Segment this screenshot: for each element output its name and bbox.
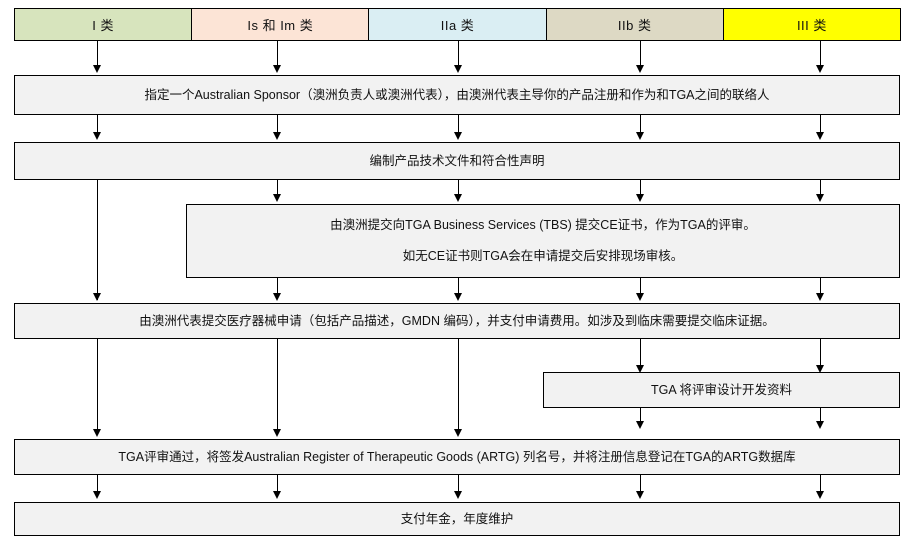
arrow-head-icon xyxy=(636,65,644,73)
connector-line xyxy=(97,41,98,67)
connector-line xyxy=(97,115,98,134)
step-text-line-2: 如无CE证书则TGA会在申请提交后安排现场审核。 xyxy=(402,249,684,263)
arrow-head-icon xyxy=(816,365,824,373)
step-text: 由澳洲代表提交医疗器械申请（包括产品描述，GMDN 编码），并支付申请费用。如涉… xyxy=(139,313,775,328)
arrow-head-icon xyxy=(636,293,644,301)
connector-line xyxy=(640,339,641,367)
arrow-head-icon xyxy=(93,491,101,499)
connector-line xyxy=(458,180,459,196)
connector-line xyxy=(458,41,459,67)
connector-line-bypass-class-1 xyxy=(97,339,98,431)
category-cell-class-iia: IIa 类 xyxy=(368,8,547,41)
connector-line xyxy=(640,475,641,493)
arrow-head-icon xyxy=(454,491,462,499)
category-label: Is 和 Im 类 xyxy=(247,18,314,33)
connector-line xyxy=(820,180,821,196)
connector-line-bypass-class-is-im xyxy=(277,339,278,431)
connector-line xyxy=(640,278,641,295)
connector-line xyxy=(277,115,278,134)
arrow-head-icon xyxy=(636,194,644,202)
category-header-row: I 类 Is 和 Im 类 IIa 类 IIb 类 III 类 xyxy=(14,8,902,41)
arrow-head-icon xyxy=(454,429,462,437)
step-box-annual-fee: 支付年金，年度维护 xyxy=(14,502,900,536)
connector-line xyxy=(820,475,821,493)
step-box-technical-file: 编制产品技术文件和符合性声明 xyxy=(14,142,900,180)
step-text: 支付年金，年度维护 xyxy=(400,511,514,526)
arrow-head-icon xyxy=(93,65,101,73)
connector-line-bypass-class-iia xyxy=(458,339,459,431)
step-text: TGA评审通过，将签发Australian Register of Therap… xyxy=(118,449,796,464)
step-box-artg-listing: TGA评审通过，将签发Australian Register of Therap… xyxy=(14,439,900,475)
connector-line xyxy=(458,475,459,493)
arrow-head-icon xyxy=(816,491,824,499)
arrow-head-icon xyxy=(93,293,101,301)
step-text: 指定一个Australian Sponsor（澳洲负责人或澳洲代表），由澳洲代表… xyxy=(144,87,770,102)
connector-line xyxy=(277,278,278,295)
connector-line xyxy=(820,41,821,67)
arrow-head-icon xyxy=(816,293,824,301)
arrow-head-icon xyxy=(93,132,101,140)
category-label: I 类 xyxy=(92,18,114,33)
connector-line-bypass-class-1 xyxy=(97,180,98,300)
connector-line xyxy=(640,115,641,134)
step-box-device-application: 由澳洲代表提交医疗器械申请（包括产品描述，GMDN 编码），并支付申请费用。如涉… xyxy=(14,303,900,339)
arrow-head-icon xyxy=(273,65,281,73)
arrow-head-icon xyxy=(454,194,462,202)
category-cell-class-iii: III 类 xyxy=(722,8,902,41)
category-cell-class-1: I 类 xyxy=(14,8,193,41)
connector-line xyxy=(820,339,821,367)
connector-line xyxy=(277,180,278,196)
connector-line xyxy=(640,41,641,67)
category-cell-class-iib: IIb 类 xyxy=(545,8,724,41)
arrow-head-icon xyxy=(273,429,281,437)
arrow-head-icon xyxy=(273,491,281,499)
category-label: III 类 xyxy=(796,18,827,33)
arrow-head-icon xyxy=(273,293,281,301)
connector-line xyxy=(820,278,821,295)
connector-line xyxy=(277,475,278,493)
arrow-head-icon xyxy=(273,132,281,140)
connector-line xyxy=(640,408,641,423)
connector-line xyxy=(820,408,821,423)
arrow-head-icon xyxy=(93,429,101,437)
arrow-head-icon xyxy=(816,132,824,140)
arrow-head-icon xyxy=(816,65,824,73)
arrow-head-icon xyxy=(454,132,462,140)
connector-line xyxy=(640,180,641,196)
connector-line xyxy=(97,475,98,493)
arrow-head-icon xyxy=(816,421,824,429)
connector-line xyxy=(277,41,278,67)
step-box-sponsor: 指定一个Australian Sponsor（澳洲负责人或澳洲代表），由澳洲代表… xyxy=(14,75,900,115)
arrow-head-icon xyxy=(454,65,462,73)
category-cell-class-is-im: Is 和 Im 类 xyxy=(191,8,370,41)
category-label: IIa 类 xyxy=(440,18,475,33)
connector-line xyxy=(458,278,459,295)
arrow-head-icon xyxy=(816,194,824,202)
step-box-tbs-ce-certificate: 由澳洲提交向TGA Business Services (TBS) 提交CE证书… xyxy=(186,204,900,278)
step-text-line-1: 由澳洲提交向TGA Business Services (TBS) 提交CE证书… xyxy=(330,218,756,233)
arrow-head-icon xyxy=(273,194,281,202)
step-box-design-review: TGA 将评审设计开发资料 xyxy=(543,372,900,408)
arrow-head-icon xyxy=(636,491,644,499)
arrow-head-icon xyxy=(636,421,644,429)
step-text: TGA 将评审设计开发资料 xyxy=(651,382,792,397)
connector-line xyxy=(458,115,459,134)
connector-line xyxy=(820,115,821,134)
step-text: 编制产品技术文件和符合性声明 xyxy=(369,153,545,168)
arrow-head-icon xyxy=(454,293,462,301)
category-label: IIb 类 xyxy=(617,18,652,33)
arrow-head-icon xyxy=(636,132,644,140)
arrow-head-icon xyxy=(636,365,644,373)
